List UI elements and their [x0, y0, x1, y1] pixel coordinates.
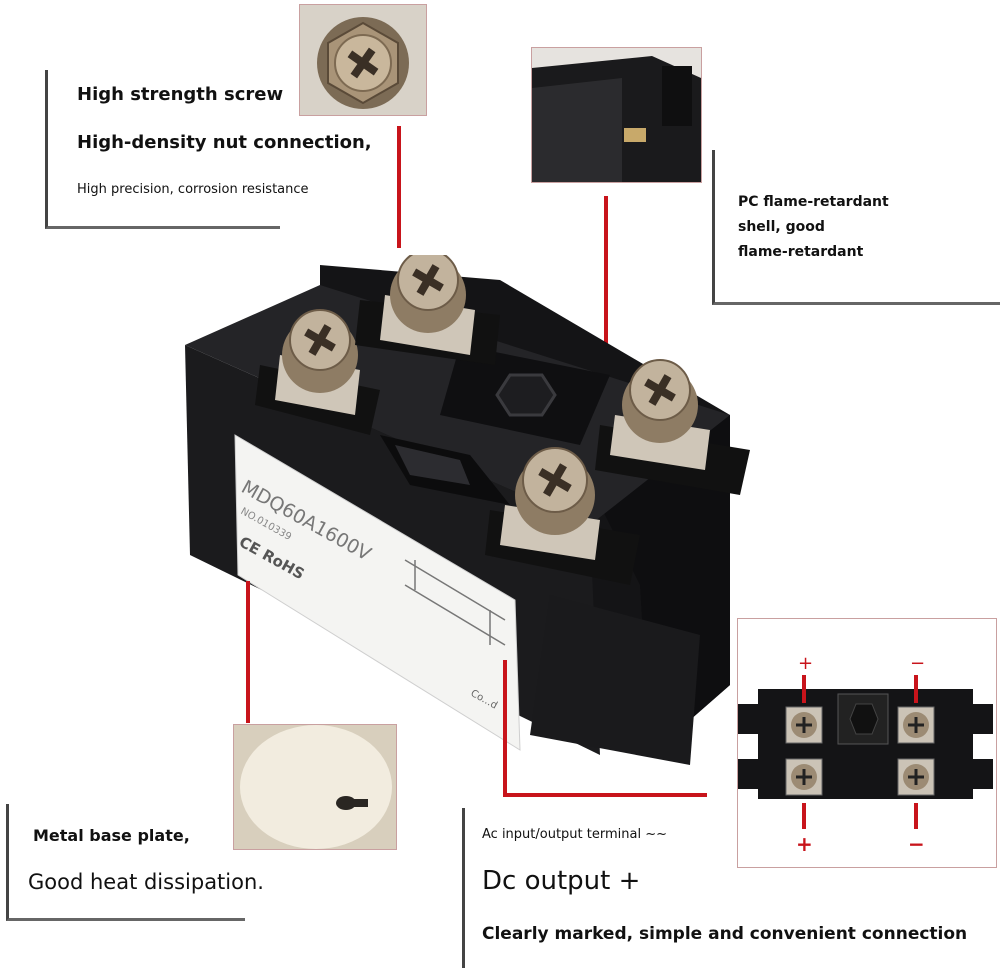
- inset-minus-bottom: −: [908, 832, 925, 856]
- terminal-leader-horizontal: [503, 793, 707, 797]
- screw-callout-box: [45, 70, 280, 229]
- shell-callout-line2: shell, good: [738, 219, 825, 235]
- screw-leader-line: [397, 126, 401, 248]
- inset-plus-bottom: +: [796, 832, 813, 856]
- base-callout-line2: Good heat dissipation.: [28, 870, 264, 894]
- shell-callout-line3: flame-retardant: [738, 244, 864, 260]
- terminal-callout-box: [462, 808, 965, 968]
- screw-callout-detail: High precision, corrosion resistance: [77, 182, 309, 197]
- screw-callout-subtitle: High-density nut connection,: [77, 132, 372, 153]
- screw-closeup-image: [299, 4, 427, 116]
- terminal-leader-vertical: [503, 660, 507, 796]
- base-callout-line1: Metal base plate,: [33, 826, 190, 845]
- shell-callout-line1: PC flame-retardant: [738, 194, 889, 210]
- rectifier-module-image: MDQ60A1600V NO.010339 CE RoHS Co...d: [170, 255, 770, 775]
- screw-callout-title: High strength screw: [77, 84, 284, 105]
- terminal-callout-line3: Clearly marked, simple and convenient co…: [482, 924, 968, 944]
- inset-plus-top: +: [798, 653, 813, 674]
- terminal-callout-line2: Dc output +: [482, 866, 641, 896]
- shell-leader-line: [604, 196, 608, 360]
- inset-minus-top: −: [910, 653, 925, 674]
- shell-closeup-image: [531, 47, 702, 183]
- base-callout-box: [6, 804, 245, 921]
- base-plate-image: [233, 724, 397, 850]
- base-leader-line: [246, 581, 250, 723]
- shell-callout-box: [712, 150, 1000, 305]
- terminal-callout-line1: Ac input/output terminal ~~: [482, 827, 667, 842]
- terminal-markings-image: + − + −: [737, 618, 997, 868]
